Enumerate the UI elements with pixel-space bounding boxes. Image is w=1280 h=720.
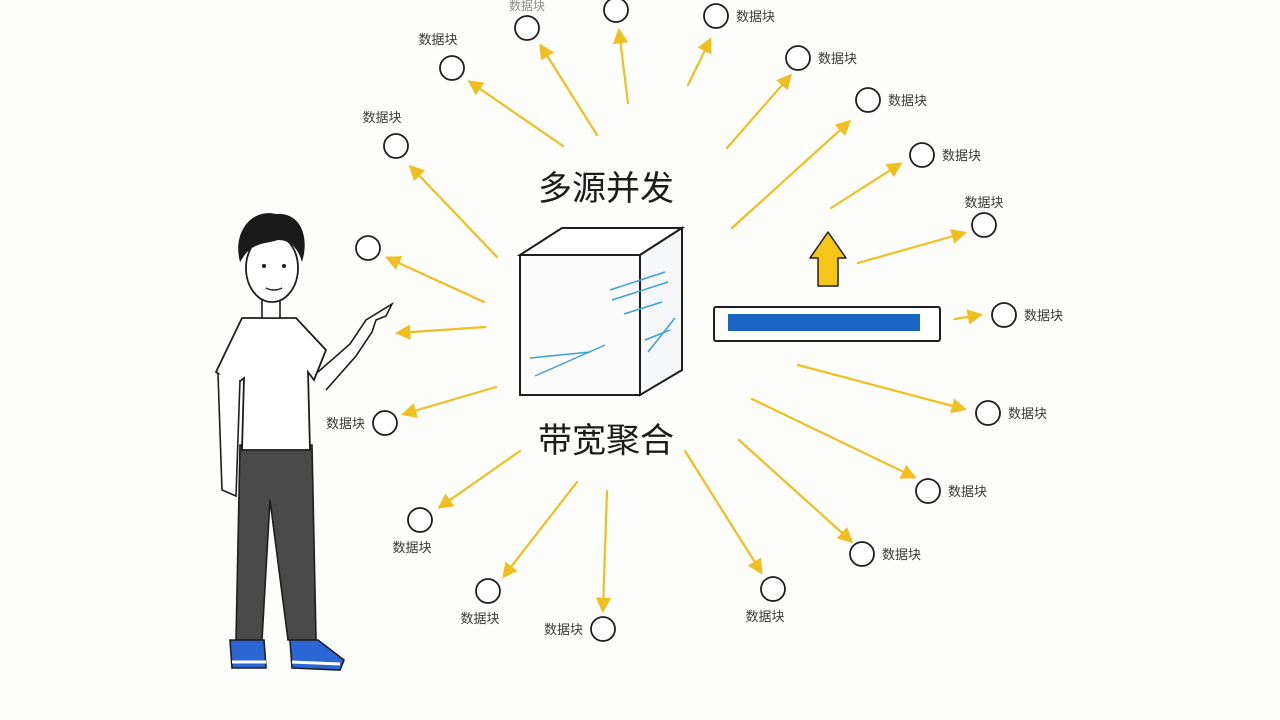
data-block-label: 数据块 xyxy=(948,485,987,500)
flow-arrow xyxy=(408,164,499,259)
data-block-node: 数据块 xyxy=(326,410,398,436)
data-block-node: 数据块 xyxy=(703,3,775,29)
data-block-node: 数据块 xyxy=(975,400,1047,426)
flow-arrow xyxy=(856,228,967,265)
data-block-label: 数据块 xyxy=(818,52,857,67)
data-block-node: 数据块 xyxy=(745,576,786,625)
flow-arrow xyxy=(725,73,793,150)
data-block-label: 数据块 xyxy=(392,541,431,556)
person-illustration xyxy=(214,213,394,671)
data-block-node: 数据块 xyxy=(785,45,857,71)
data-block-node: 数据块 xyxy=(909,142,981,168)
data-block-node: 数据块 xyxy=(509,0,545,41)
data-block-circle-icon xyxy=(439,55,465,81)
data-block-node: 数据块 xyxy=(544,616,616,642)
flow-arrow xyxy=(385,256,486,304)
flow-arrow xyxy=(502,480,579,579)
data-block-node: 数据块 xyxy=(915,478,987,504)
data-block-label: 数据块 xyxy=(362,111,401,126)
data-block-circle-icon xyxy=(475,578,501,604)
data-block-label: 数据块 xyxy=(460,612,499,627)
data-block-node xyxy=(355,235,381,261)
server-cube-icon xyxy=(516,226,686,397)
flow-arrow xyxy=(953,309,984,325)
flow-arrow xyxy=(750,397,917,479)
data-block-circle-icon xyxy=(915,478,941,504)
left-shoe xyxy=(229,639,267,669)
flow-arrow xyxy=(829,162,903,210)
data-block-label: 数据块 xyxy=(964,196,1003,211)
flow-arrow xyxy=(467,80,565,148)
cube-reflection xyxy=(529,271,676,377)
data-block-node: 数据块 xyxy=(392,507,433,556)
data-block-label: 数据块 xyxy=(745,610,784,625)
data-block-node xyxy=(603,0,629,23)
data-block-circle-icon xyxy=(603,0,629,23)
data-block-node: 数据块 xyxy=(418,33,465,81)
data-block-circle-icon xyxy=(909,142,935,168)
data-block-circle-icon xyxy=(991,302,1017,328)
data-block-label: 数据块 xyxy=(418,33,457,48)
data-block-circle-icon xyxy=(971,212,997,238)
increase-arrow-icon xyxy=(809,231,847,287)
flow-arrow xyxy=(394,324,487,340)
data-block-node: 数据块 xyxy=(362,111,409,159)
data-block-circle-icon xyxy=(703,3,729,29)
data-block-circle-icon xyxy=(855,87,881,113)
flow-arrow xyxy=(401,385,498,418)
data-block-circle-icon xyxy=(372,410,398,436)
flow-arrow xyxy=(683,449,763,575)
data-block-label: 数据块 xyxy=(509,0,545,13)
data-block-label: 数据块 xyxy=(326,417,365,432)
bandwidth-progress-bar xyxy=(713,306,941,342)
data-block-label: 数据块 xyxy=(544,623,583,638)
data-block-circle-icon xyxy=(355,235,381,261)
data-block-circle-icon xyxy=(514,15,540,41)
flow-arrow xyxy=(539,43,599,137)
data-block-label: 数据块 xyxy=(942,149,981,164)
flow-arrow xyxy=(796,363,967,414)
data-block-label: 数据块 xyxy=(888,94,927,109)
flow-arrow xyxy=(612,27,630,105)
flow-arrow xyxy=(737,438,854,544)
flow-arrow xyxy=(595,489,612,614)
data-block-circle-icon xyxy=(975,400,1001,426)
data-block-circle-icon xyxy=(407,507,433,533)
data-block-node: 数据块 xyxy=(460,578,501,627)
data-block-label: 数据块 xyxy=(882,548,921,563)
data-block-circle-icon xyxy=(590,616,616,642)
data-block-node: 数据块 xyxy=(849,541,921,567)
data-block-circle-icon xyxy=(849,541,875,567)
title-bandwidth-aggregation: 带宽聚合 xyxy=(538,421,674,461)
data-block-node: 数据块 xyxy=(991,302,1063,328)
data-block-node: 数据块 xyxy=(964,196,1004,238)
title-multi-source: 多源并发 xyxy=(538,169,674,209)
data-block-circle-icon xyxy=(383,133,409,159)
data-block-label: 数据块 xyxy=(736,10,775,25)
data-block-circle-icon xyxy=(760,576,786,602)
data-block-label: 数据块 xyxy=(1008,407,1047,422)
flow-arrow xyxy=(686,37,712,87)
data-block-label: 数据块 xyxy=(1024,309,1063,324)
arrows-layer xyxy=(385,27,984,614)
data-block-nodes: 数据块数据块数据块数据块数据块数据块数据块数据块数据块数据块数据块数据块数据块数… xyxy=(326,0,1063,642)
flow-arrow xyxy=(437,449,522,509)
data-block-node: 数据块 xyxy=(855,87,927,113)
right-shoe xyxy=(289,639,345,671)
flow-arrow xyxy=(730,119,852,230)
data-block-circle-icon xyxy=(785,45,811,71)
